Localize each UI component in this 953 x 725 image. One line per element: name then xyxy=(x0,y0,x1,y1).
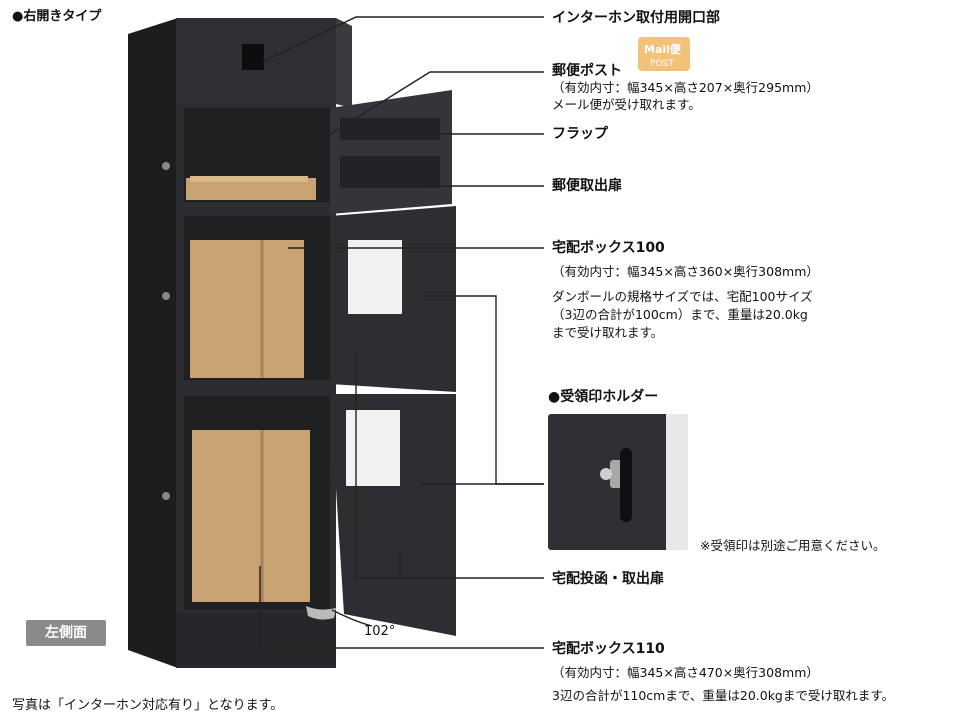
box100-package xyxy=(190,240,304,378)
box100-title: 宅配ボックス100 xyxy=(552,240,665,256)
mail-door-slot xyxy=(340,156,440,188)
logo-line2: POST xyxy=(650,59,674,69)
flap-title: フラップ xyxy=(552,126,608,142)
door-handle xyxy=(306,606,336,620)
cabinet-edge xyxy=(336,18,352,108)
left-side-tag: 左側面 xyxy=(26,620,106,646)
delivery-door-title: 宅配投函・取出扉 xyxy=(552,571,664,587)
mail-post-title: 郵便ポスト xyxy=(552,63,622,79)
leader-box110 xyxy=(259,566,544,649)
mail-post-dims: （有効内寸：幅345×高さ207×奥行295mm） xyxy=(552,80,819,95)
leader-holder-upper xyxy=(420,295,544,485)
box100-dims: （有効内寸：幅345×高さ360×奥行308mm） xyxy=(552,264,819,279)
type-label: ●右開きタイプ xyxy=(12,9,102,24)
mail-package-top xyxy=(190,176,308,182)
holder-title: ●受領印ホルダー xyxy=(548,389,659,405)
box100-note-line: ダンボールの規格サイズでは、宅配100サイズ xyxy=(552,289,813,304)
logo-line1: Mail便 xyxy=(644,42,682,56)
box100-label-sheet xyxy=(348,240,402,314)
leader-intercom xyxy=(261,16,544,63)
cabinet-base xyxy=(176,612,336,668)
hinge xyxy=(162,292,170,300)
box110-package xyxy=(192,430,310,602)
intercom-opening xyxy=(242,44,264,70)
mail-door-title: 郵便取出扉 xyxy=(552,178,622,194)
door-angle-arc xyxy=(331,609,373,627)
flap-slot xyxy=(340,118,440,140)
intercom-title: インターホン取付用開口部 xyxy=(552,10,720,26)
cabinet-side-panel xyxy=(128,18,178,668)
holder-note: ※受領印は別途ご用意ください。 xyxy=(700,538,886,553)
box100-note-line: まで受け取れます。 xyxy=(552,325,664,340)
box110-note: 3辺の合計が110cmまで、重量は20.0kgまで受け取れます。 xyxy=(552,688,895,703)
hinge xyxy=(162,492,170,500)
leader-delivery-door xyxy=(355,352,544,579)
box110-label-sheet xyxy=(346,410,400,486)
hinge xyxy=(162,162,170,170)
door-angle-label: 102° xyxy=(364,624,396,639)
box110-title: 宅配ボックス110 xyxy=(552,641,665,657)
mail-post-logo: Mail便 POST xyxy=(636,33,692,73)
box110-dims: （有効内寸：幅345×高さ470×奥行308mm） xyxy=(552,665,819,680)
leader-mail-post xyxy=(301,71,544,153)
mail-package xyxy=(186,178,316,200)
stamp-holder-photo xyxy=(548,414,688,550)
mail-post-note: メール便が受け取れます。 xyxy=(552,97,701,112)
footer-note: 写真は「インターホン対応有り」となります。 xyxy=(12,698,284,713)
box100-note-line: （3辺の合計が100cm）まで、重量は20.0kg xyxy=(552,307,808,322)
